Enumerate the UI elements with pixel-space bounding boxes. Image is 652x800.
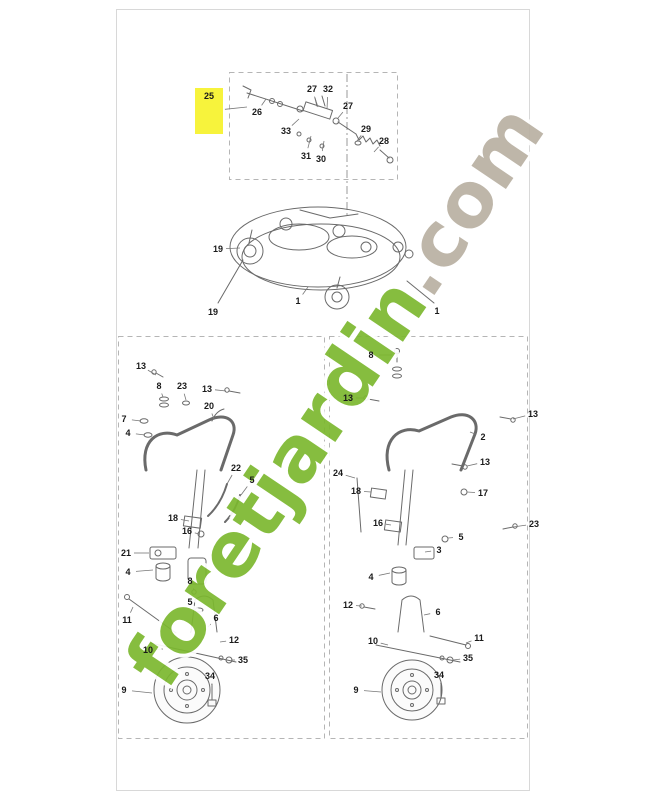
- mower-deck-drawing: [217, 206, 435, 310]
- linkage-assembly-drawing: [242, 85, 394, 164]
- right-caster-section-box: [329, 336, 528, 739]
- left-caster-section-box: [118, 336, 325, 739]
- right-caster-assembly-drawing: [356, 348, 518, 721]
- linkage-section-box: [229, 72, 398, 180]
- diagram-frame: [116, 9, 530, 791]
